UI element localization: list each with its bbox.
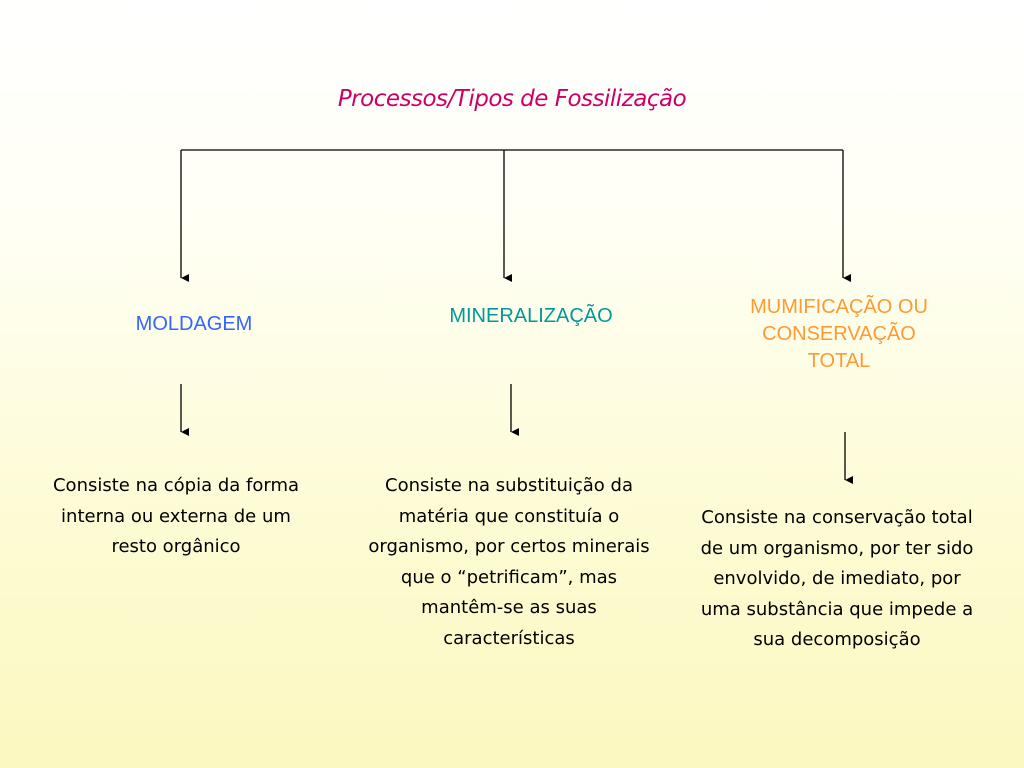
category-moldagem: MOLDAGEM xyxy=(135,313,253,335)
diagram-title: Processos/Tipos de Fossilização xyxy=(337,86,687,112)
category-mineralizacao: MINERALIZAÇÃO xyxy=(449,305,613,327)
description-mineralizacao: Consiste na substituição da matéria que … xyxy=(368,475,650,649)
description-moldagem: Consiste na cópia da forma interna ou ex… xyxy=(52,475,300,557)
description-mumificacao: Consiste na conservação total de um orga… xyxy=(700,507,974,650)
category-mumificacao: MUMIFICAÇÃO OU CONSERVAÇÃO TOTAL xyxy=(750,296,928,372)
